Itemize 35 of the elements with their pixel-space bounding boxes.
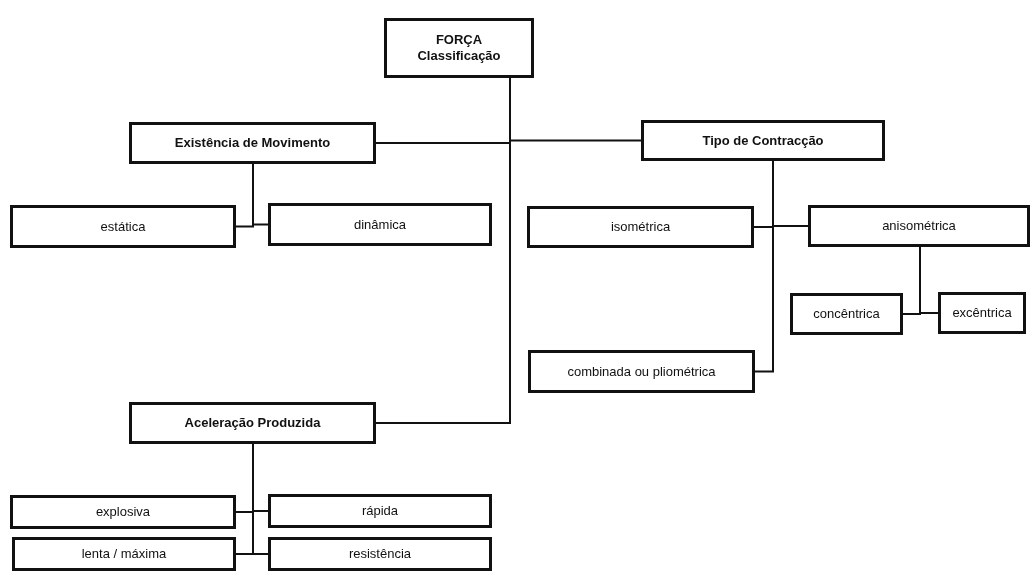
box-label: Aceleração Produzida: [184, 415, 321, 431]
connector-line: [252, 443, 269, 555]
category-box: [384, 18, 534, 78]
box-label: lenta / máxima: [81, 546, 167, 562]
box-label: resistência: [348, 546, 412, 562]
category-box: [268, 203, 492, 246]
box-label: Tipo de Contracção: [702, 132, 824, 149]
category-box: [641, 120, 885, 161]
category-box: [527, 206, 754, 248]
box-label: FORÇA: [435, 32, 483, 48]
category-box: [12, 537, 236, 571]
box-label: anisométrica: [882, 218, 956, 234]
category-box: [268, 537, 492, 571]
category-box: [129, 402, 376, 444]
box-label: dinâmica: [354, 216, 406, 233]
category-box: [129, 122, 376, 164]
category-box: [10, 205, 236, 248]
box-label: excêntrica: [952, 305, 1012, 321]
box-label: estática: [100, 218, 146, 235]
category-box: [790, 293, 903, 335]
connector-line: [252, 163, 269, 226]
category-box: [938, 292, 1026, 334]
box-label: explosiva: [95, 504, 151, 520]
box-label: combinada ou pliométrica: [567, 363, 716, 380]
connector-line: [754, 160, 774, 373]
box-label: isométrica: [610, 219, 671, 235]
category-box: [528, 350, 755, 393]
box-label: Classificação: [417, 48, 501, 64]
box-label: rápida: [361, 503, 399, 519]
box-label: Existência de Movimento: [174, 135, 331, 151]
category-box: [808, 205, 1030, 247]
connector-line: [919, 246, 939, 314]
box-label: concêntrica: [813, 306, 880, 322]
category-box: [268, 494, 492, 528]
category-box: [10, 495, 236, 529]
